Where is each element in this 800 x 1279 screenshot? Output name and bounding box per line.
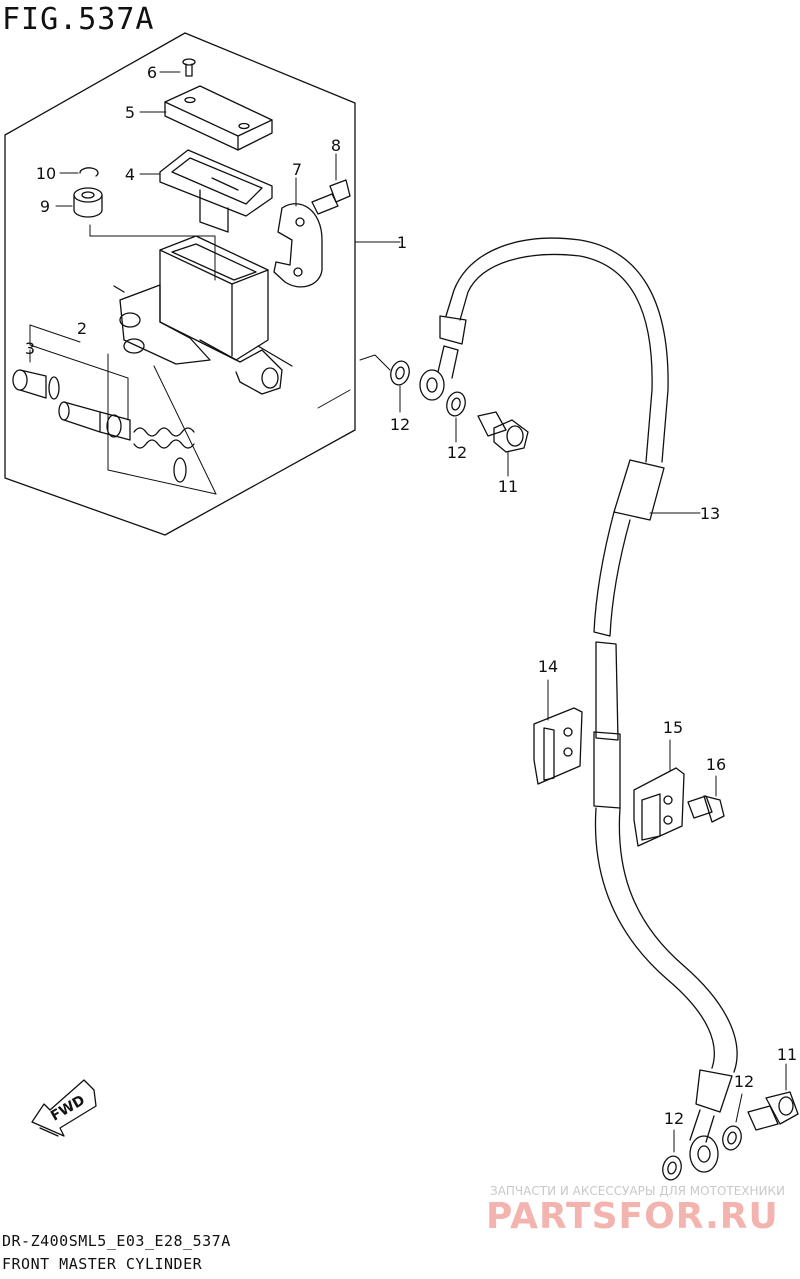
bolt-part-8 [311,179,351,215]
callout-12-d: 12 [664,1109,684,1128]
bracket-part-14 [533,707,583,785]
figure-title: FIG.537A [2,2,155,37]
piston-kit-part-2 [12,369,195,483]
assembly-outline [4,32,356,536]
callout-9: 9 [40,197,50,216]
callout-15: 15 [663,718,683,737]
boot-part-9 [73,187,103,218]
callout-12-c: 12 [734,1072,754,1091]
watermark-logo: PARTSFOR.RU [486,1196,779,1237]
screw-part-6 [182,58,196,77]
bolt-part-16 [687,795,725,823]
callout-16: 16 [706,755,726,774]
callout-11-lower: 11 [777,1045,797,1064]
washer-part-12-upper [390,360,466,417]
callout-12-a: 12 [390,415,410,434]
callout-7: 7 [292,160,302,179]
watermark-tagline: ЗАПЧАСТИ И АКСЕССУАРЫ ДЛЯ МОТОТЕХНИКИ [490,1184,786,1198]
figure-name: FRONT MASTER CYLINDER [2,1255,203,1273]
ring-part-10 [79,167,99,177]
external-leaders [399,385,787,1153]
callout-3: 3 [25,339,35,358]
fwd-arrow-icon [31,1079,97,1137]
assembly-leaders [29,71,401,495]
master-cylinder-body-part-1 [113,235,293,395]
callout-5: 5 [125,103,135,122]
callout-12-b: 12 [447,443,467,462]
washer-part-12-lower [662,1125,742,1181]
bracket-part-15 [633,767,685,847]
callout-4: 4 [125,165,135,184]
callout-14: 14 [538,657,558,676]
reservoir-cap-part-5 [164,85,273,151]
banjo-bolt-part-11-lower [747,1091,799,1131]
callout-13: 13 [700,504,720,523]
brake-hose-part-13 [419,237,738,1173]
callout-8: 8 [331,136,341,155]
clamp-part-7 [273,203,323,288]
diaphragm-part-4 [159,149,273,233]
callout-6: 6 [147,63,157,82]
callout-1: 1 [397,233,407,252]
banjo-bolt-part-11-upper [477,411,529,453]
callout-2: 2 [77,319,87,338]
callout-11-upper: 11 [498,477,518,496]
callout-10: 10 [36,164,56,183]
model-code: DR-Z400SML5_E03_E28_537A [2,1232,231,1250]
